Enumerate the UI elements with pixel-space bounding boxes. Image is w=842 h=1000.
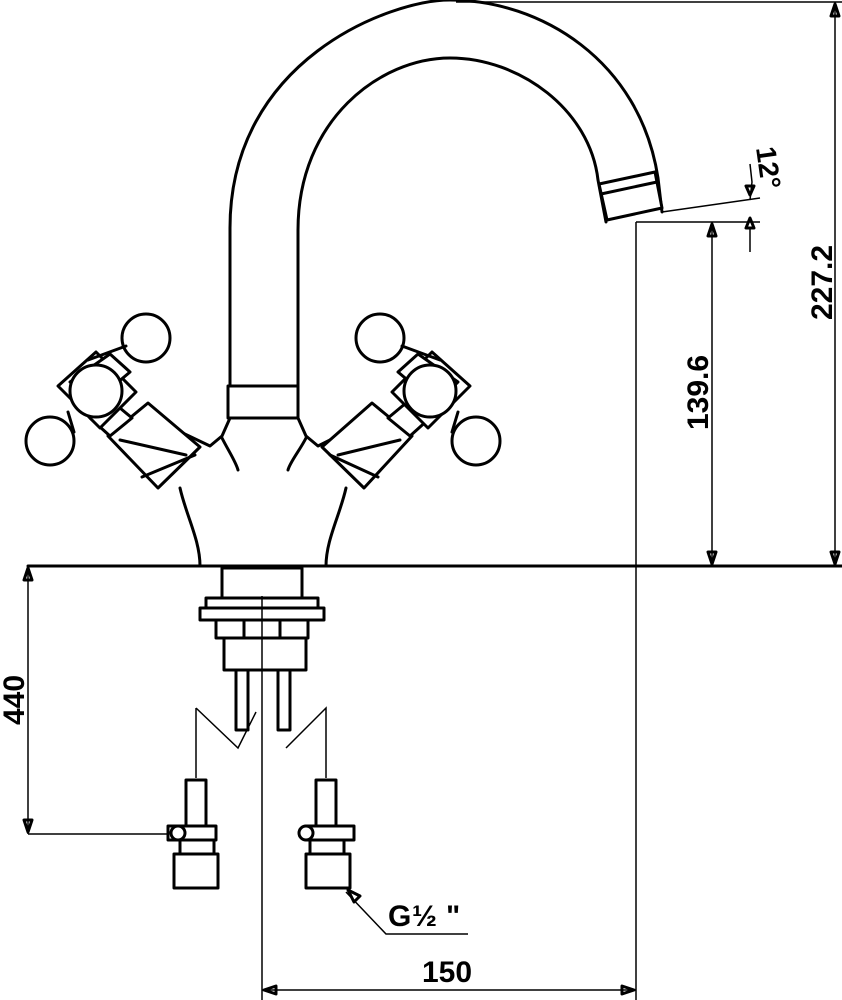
right-hose-break [285,706,327,749]
spout-height-label: 139.6 [682,355,715,430]
left-hose-fitting [166,778,220,890]
right-hose-fitting [297,778,356,890]
left-valve-cylinder [106,401,202,490]
faucet-body [88,0,664,568]
spout-angle-label: 12° [750,145,787,191]
right-valve-cylinder [320,401,414,490]
thread-prefix: G [388,900,411,933]
spout-outer-contour [228,0,664,387]
spout-inner-contour [296,56,608,387]
right-cross-handle [354,312,502,467]
pipe-length-label: 440 [0,675,31,725]
thread-suffix: " [446,900,460,933]
spout-collar [226,384,300,420]
reach-label: 150 [422,956,472,989]
left-hose-break [195,707,257,750]
left-cross-handle [24,312,172,467]
right-stud [276,668,292,732]
thread-leader-line [345,891,468,935]
spout-aerator [597,170,664,222]
total-height-label: 227.2 [806,245,839,320]
thread-size-label: G ½ " [388,900,460,933]
left-stud [234,668,250,732]
thread-fraction: ½ [412,900,437,933]
